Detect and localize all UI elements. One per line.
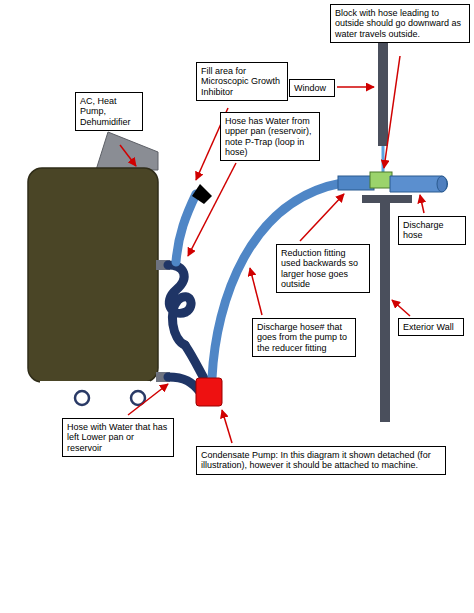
reducer-fitting [338, 176, 374, 190]
window-pane [382, 146, 385, 174]
callout-box: AC, Heat Pump, Dehumidifier [75, 92, 143, 131]
callout-box: Hose has Water from upper pan (reservoir… [220, 112, 320, 161]
callout-box: Condensate Pump: In this diagram it show… [196, 446, 446, 475]
ac-unit [28, 168, 158, 382]
callout-box: Discharge hose [398, 216, 466, 245]
lower-hose [168, 377, 200, 392]
callout-text: AC, Heat Pump, Dehumidifier [80, 96, 138, 127]
condensate-pump [196, 378, 222, 406]
exterior-wall [380, 200, 390, 422]
leader-lines [120, 56, 424, 443]
unit-top-vent [96, 132, 158, 170]
callout-box: Hose with Water that has left Lower pan … [62, 418, 174, 457]
callout-box: Reduction fitting used backwards so larg… [276, 244, 370, 293]
trap-to-pump [185, 345, 205, 380]
block [370, 172, 392, 188]
callout-text: Hose with Water that has left Lower pan … [67, 422, 169, 453]
callout-box: Fill area for Microscopic Growth Inhibit… [196, 62, 288, 101]
callout-box: Discharge hose# that goes from the pump … [252, 318, 356, 357]
callout-text: Discharge hose [403, 220, 461, 241]
callout-text: Discharge hose# that goes from the pump … [257, 322, 351, 353]
p-trap-hose [168, 265, 191, 345]
callout-text: Condensate Pump: In this diagram it show… [201, 450, 441, 471]
fill-funnel [192, 184, 212, 204]
callout-box: Exterior Wall [398, 318, 464, 336]
callout-text: Exterior Wall [403, 322, 459, 332]
callout-text: Hose has Water from upper pan (reservoir… [225, 116, 315, 157]
wheel [75, 391, 89, 405]
callout-box: Block with hose leading to outside shoul… [330, 4, 470, 43]
fill-hose [176, 194, 196, 262]
window-sill [362, 195, 412, 203]
callout-box: Window [289, 79, 335, 97]
callout-text: Block with hose leading to outside shoul… [335, 8, 465, 39]
window [378, 36, 388, 146]
callout-text: Fill area for Microscopic Growth Inhibit… [201, 66, 283, 97]
discharge-hose-outside [390, 176, 448, 192]
hose-end [437, 176, 447, 192]
callout-text: Reduction fitting used backwards so larg… [281, 248, 365, 289]
callout-text: Window [294, 83, 330, 93]
unit-base [40, 381, 150, 383]
